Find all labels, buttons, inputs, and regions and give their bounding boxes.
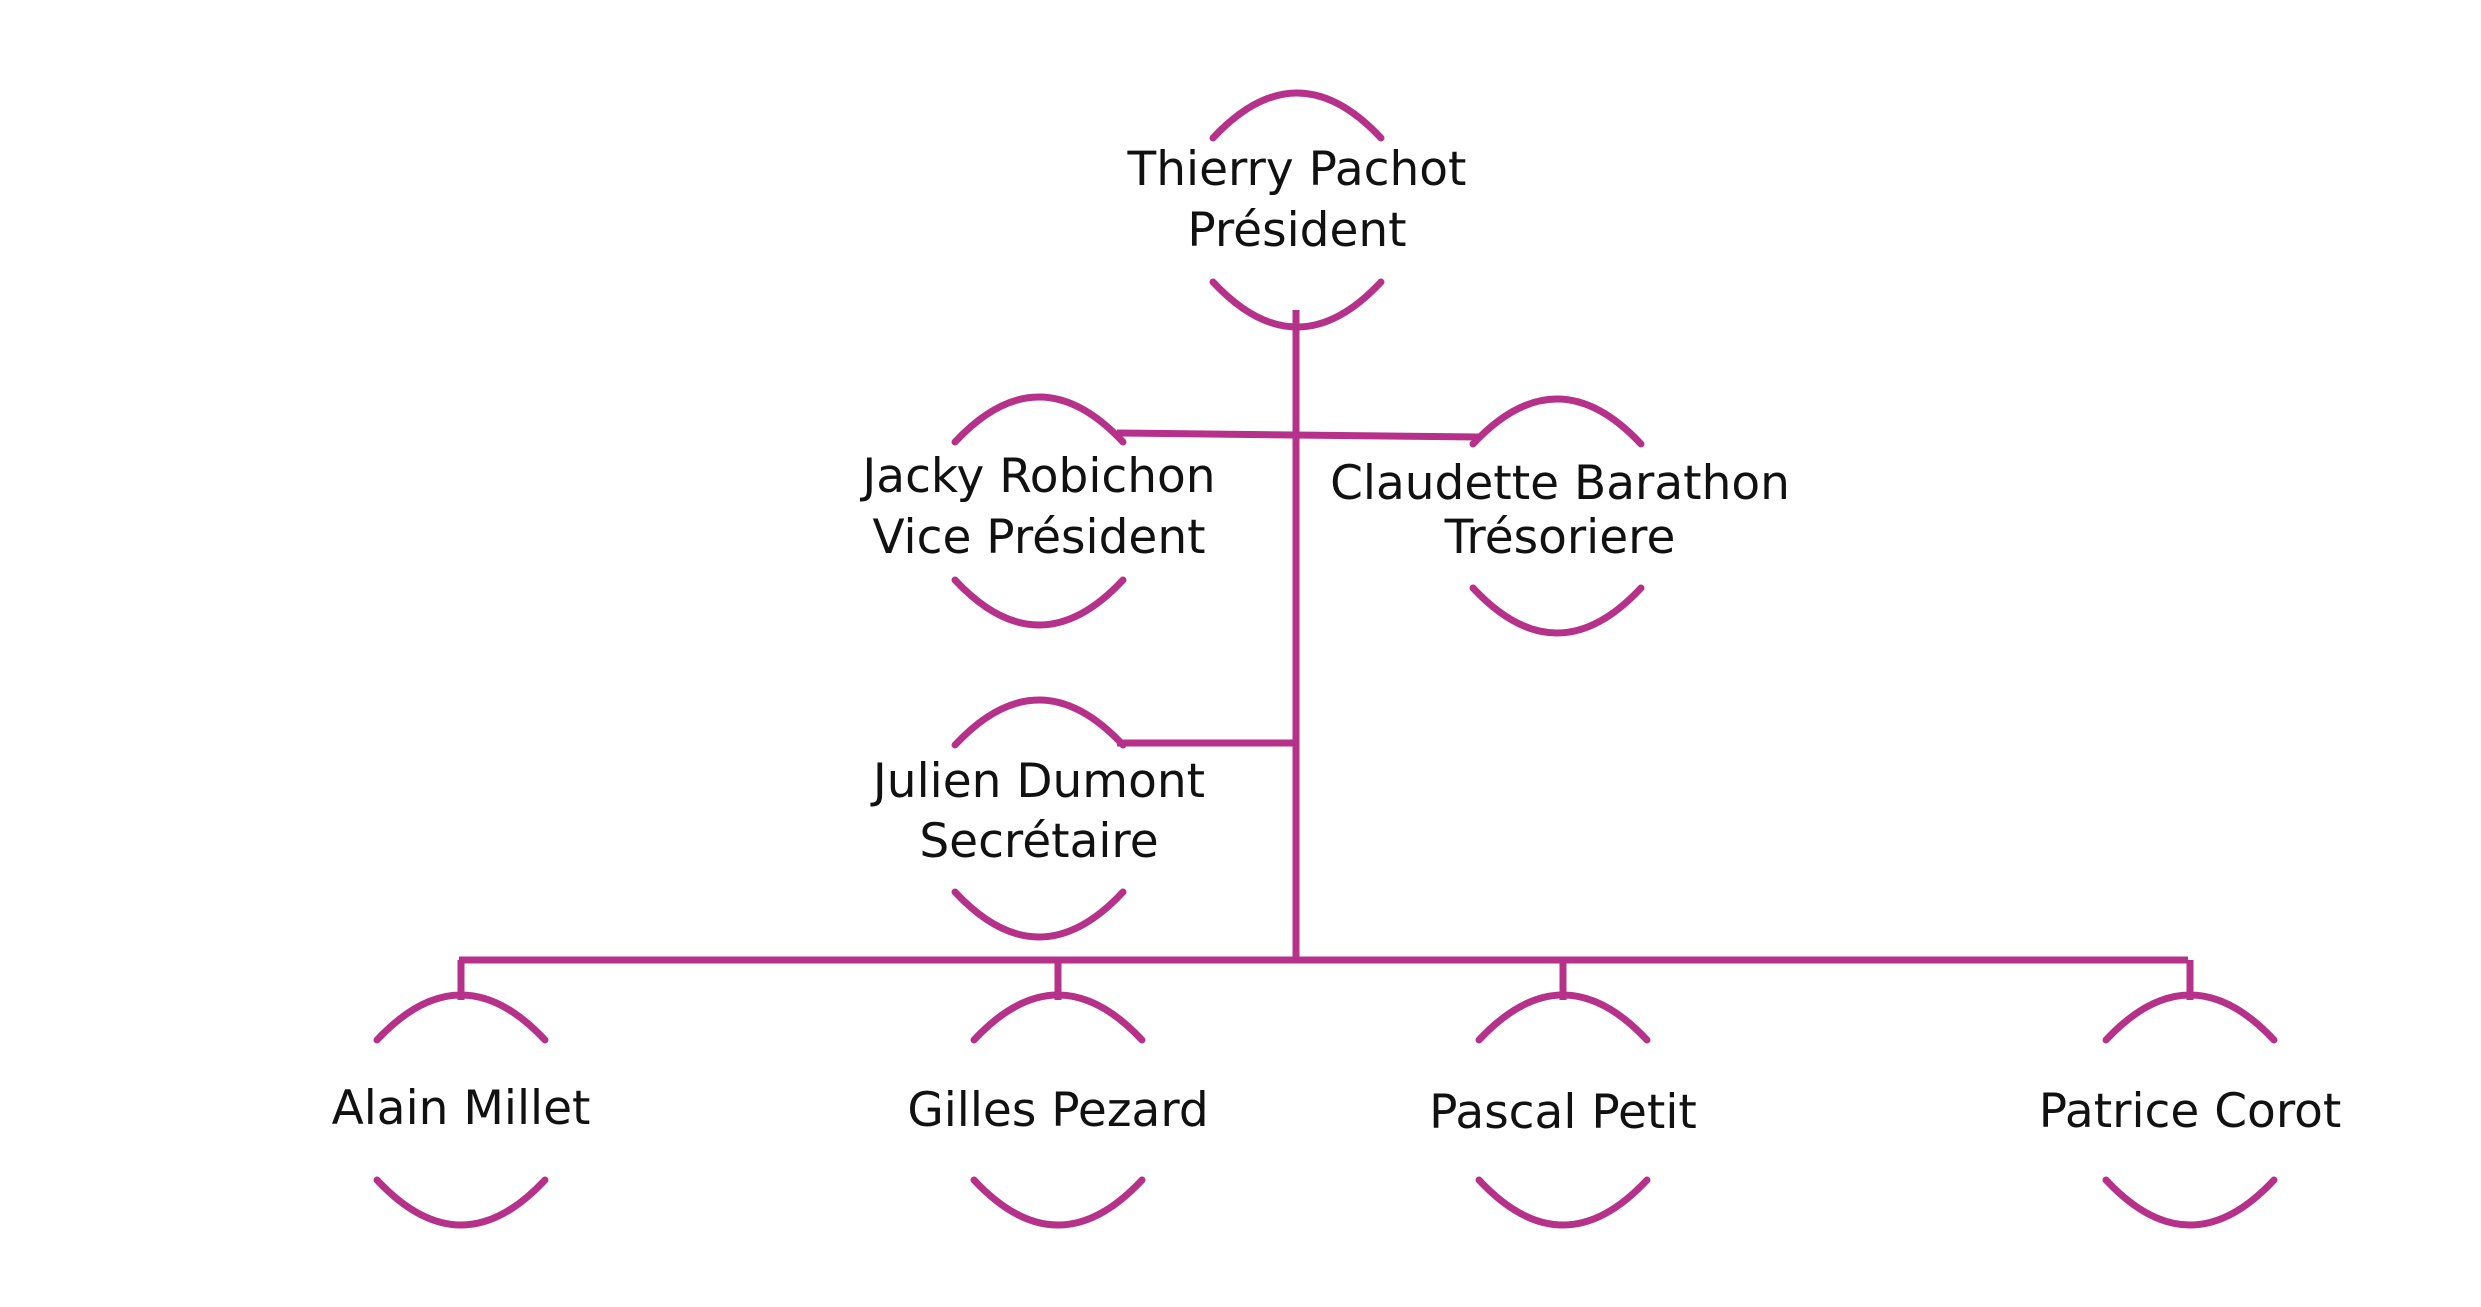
node-arc-top xyxy=(373,991,549,1044)
node-arc-top xyxy=(970,991,1146,1044)
node-arc-top xyxy=(1475,991,1651,1044)
node-member-3: Pascal Petit xyxy=(1429,991,1697,1229)
node-arc-top xyxy=(1469,395,1645,448)
node-name: Jacky Robichon xyxy=(859,449,1215,504)
node-president: Thierry Pachot Président xyxy=(1127,89,1467,331)
node-arc-bottom xyxy=(1209,278,1385,331)
node-arc-bottom xyxy=(951,576,1127,629)
node-arc-bottom xyxy=(1475,1176,1651,1229)
node-member-1: Alain Millet xyxy=(332,991,591,1229)
node-role: Secrétaire xyxy=(919,814,1158,869)
connector-lines xyxy=(457,310,2194,1000)
node-name: Gilles Pezard xyxy=(907,1083,1208,1138)
node-name: Alain Millet xyxy=(332,1081,591,1136)
node-name: Pascal Petit xyxy=(1429,1085,1697,1140)
node-treasurer: Claudette Barathon Trésoriere xyxy=(1330,395,1790,637)
node-name: Claudette Barathon xyxy=(1330,456,1790,511)
node-role: Trésoriere xyxy=(1444,510,1676,565)
node-arc-top xyxy=(1209,89,1385,142)
node-name: Patrice Corot xyxy=(2039,1084,2342,1139)
node-role: Président xyxy=(1187,203,1406,258)
node-member-2: Gilles Pezard xyxy=(907,991,1209,1229)
node-vice-president: Jacky Robichon Vice Président xyxy=(859,393,1216,629)
node-arc-bottom xyxy=(951,888,1127,941)
node-arc-top xyxy=(2102,991,2278,1044)
node-arc-top xyxy=(951,393,1127,446)
vp-treasurer-branch-line xyxy=(1116,429,1479,441)
node-arc-bottom xyxy=(1469,584,1645,637)
node-arc-top xyxy=(951,696,1127,749)
node-arc-bottom xyxy=(970,1176,1146,1229)
node-arc-bottom xyxy=(373,1176,549,1229)
node-secretary: Julien Dumont Secrétaire xyxy=(870,696,1205,941)
node-name: Julien Dumont xyxy=(870,754,1205,809)
node-arc-bottom xyxy=(2102,1176,2278,1229)
node-role: Vice Président xyxy=(872,510,1205,565)
node-name: Thierry Pachot xyxy=(1127,142,1467,197)
node-member-4: Patrice Corot xyxy=(2039,991,2342,1229)
